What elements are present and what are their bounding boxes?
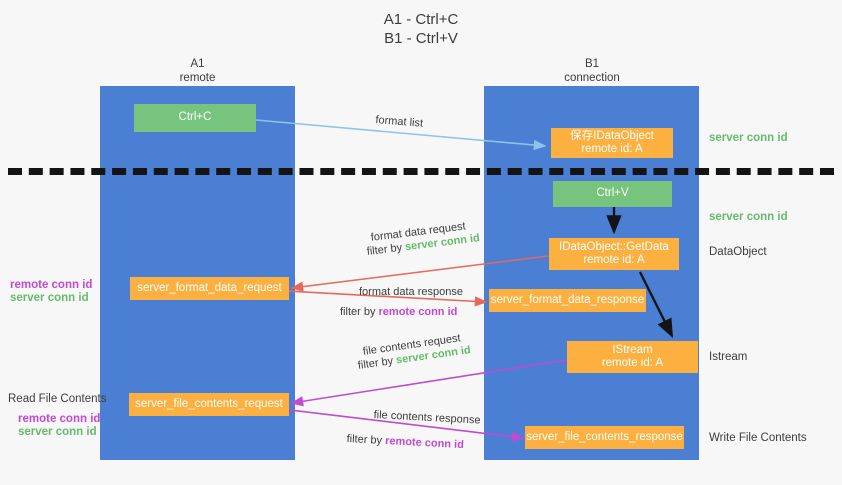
right-label-dataobject: DataObject [709,246,767,258]
box-server-format-data-response-label: server_format_data_response [490,293,645,306]
box-ctrl-v[interactable]: Ctrl+V [553,181,672,207]
page-title: A1 - Ctrl+C B1 - Ctrl+V [0,10,842,48]
right-label-server-conn-id-2: server conn id [709,211,788,223]
divider-dashed-line [8,168,834,175]
right-label-write-file-contents: Write File Contents [709,432,807,444]
title-line-2: B1 - Ctrl+V [384,30,458,47]
box-server-format-data-response[interactable]: server_format_data_response [489,289,646,312]
box-istream-title: IStream [612,343,653,356]
box-server-format-data-request-label: server_format_data_request [137,281,282,294]
right-label-server-conn-id-1: server conn id [709,132,788,144]
left-label-server-conn-id-2: server conn id [18,426,97,438]
filter-value-remote-conn-id: remote conn id [384,435,465,452]
box-server-file-contents-response-label: server_file_contents_response [526,430,683,443]
edge-label-format-list: format list [374,113,424,130]
box-ctrl-c[interactable]: Ctrl+C [134,104,256,132]
filter-prefix: filter by [357,354,397,372]
edge-label-format-data-response-filter: filter by remote conn id [340,305,457,319]
box-ctrl-c-label: Ctrl+C [178,111,212,124]
box-idataobject-sub: remote id: A [581,143,643,155]
box-server-file-contents-request-label: server_file_contents_request [135,397,283,410]
box-istream[interactable]: IStream remote id: A [567,341,698,373]
filter-prefix: filter by [340,306,379,318]
column-header-a1: A1 remote [120,58,275,85]
edge-label-format-data-response: format data response [359,286,463,298]
filter-prefix: filter by [366,241,406,258]
column-b1-name: B1 [584,58,600,70]
box-server-file-contents-request[interactable]: server_file_contents_request [129,393,289,416]
title-line-1: A1 - Ctrl+C [383,11,459,28]
box-ctrl-v-label: Ctrl+V [596,187,629,200]
filter-value-remote-conn-id: remote conn id [378,306,458,318]
left-label-read-file-contents: Read File Contents [8,393,107,405]
box-getdata-sub: remote id: A [583,254,645,266]
edge-label-file-contents-response: file contents response [373,408,481,427]
right-label-istream: Istream [709,351,748,363]
box-idataobject-title: 保存IDataObject [570,129,654,142]
box-server-format-data-request[interactable]: server_format_data_request [130,277,289,300]
left-label-remote-conn-id-1: remote conn id [10,279,93,291]
filter-prefix: filter by [346,432,386,447]
left-label-server-conn-id-1: server conn id [10,292,89,304]
box-istream-sub: remote id: A [601,357,664,369]
column-header-b1: B1 connection [512,58,672,85]
box-idataobject[interactable]: 保存IDataObject remote id: A [551,128,673,158]
box-getdata-title: IDataObject::GetData [559,240,669,253]
column-b1-sub: connection [564,71,620,84]
column-a1-sub: remote [179,71,216,84]
column-a1-name: A1 [190,58,205,70]
left-label-remote-conn-id-2: remote conn id [18,413,101,425]
box-server-file-contents-response[interactable]: server_file_contents_response [525,426,684,449]
box-idataobject-getdata[interactable]: IDataObject::GetData remote id: A [549,238,679,270]
edge-label-file-contents-response-filter: filter by remote conn id [346,432,464,452]
